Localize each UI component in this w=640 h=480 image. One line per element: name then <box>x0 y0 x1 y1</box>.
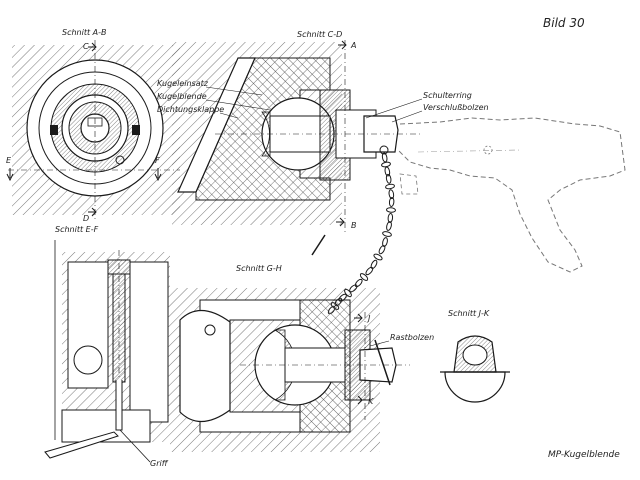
label-kugelblende: Kugelblende <box>157 92 207 101</box>
chain-link <box>385 183 395 190</box>
figure-number: Bild 30 <box>543 16 585 30</box>
marker-f: F <box>155 156 160 165</box>
section-j-k-view <box>440 335 510 403</box>
label-schnitt-a-b: Schnitt A-B <box>62 28 107 37</box>
chain-link <box>359 273 369 281</box>
chain-link <box>370 259 378 269</box>
marker-j: J <box>366 314 371 323</box>
section-g-h-view <box>170 288 410 452</box>
chain-link <box>387 213 394 223</box>
mp-gun-outline <box>397 117 626 273</box>
marker-k: K <box>368 397 374 406</box>
label-rastbolzen: Rastbolzen <box>390 333 434 342</box>
chain-link <box>373 253 383 261</box>
section-a-b-view <box>6 40 180 222</box>
chain-link <box>386 207 396 213</box>
label-schnitt-e-f: Schnitt E-F <box>55 225 99 234</box>
label-dichtungsklappe: Dichtungsklappe <box>157 105 224 114</box>
chain-link <box>354 278 363 288</box>
chain-link <box>386 221 392 231</box>
marker-b: B <box>351 221 357 230</box>
chain-link <box>388 189 395 200</box>
label-verschlussbolzen: Verschlußbolzen <box>423 103 489 112</box>
chain-link <box>378 245 386 255</box>
label-schnitt-j-k: Schnitt J-K <box>448 309 490 318</box>
chain-link <box>365 266 374 276</box>
chain-link <box>381 161 391 168</box>
marker-a: A <box>350 41 356 50</box>
figure-caption: MP-Kugelblende <box>548 450 620 460</box>
marker-d-bottom: D <box>83 214 89 223</box>
chain-link <box>385 173 392 184</box>
section-e-f-view <box>44 240 170 463</box>
label-griff: Griff <box>150 459 169 468</box>
marker-e: E <box>6 156 12 165</box>
chain-link <box>382 231 392 237</box>
label-schnitt-c-d: Schnitt C-D <box>297 30 342 39</box>
chain-link <box>384 166 391 177</box>
marker-c-top: C <box>83 42 89 51</box>
section-c-d-view <box>172 40 420 256</box>
label-schulterring: Schulterring <box>423 91 472 100</box>
label-schnitt-g-h: Schnitt G-H <box>236 264 282 273</box>
chain-link <box>382 237 388 247</box>
chain-link <box>388 197 395 207</box>
label-kugeleinsatz: Kugeleinsatz <box>157 79 209 88</box>
